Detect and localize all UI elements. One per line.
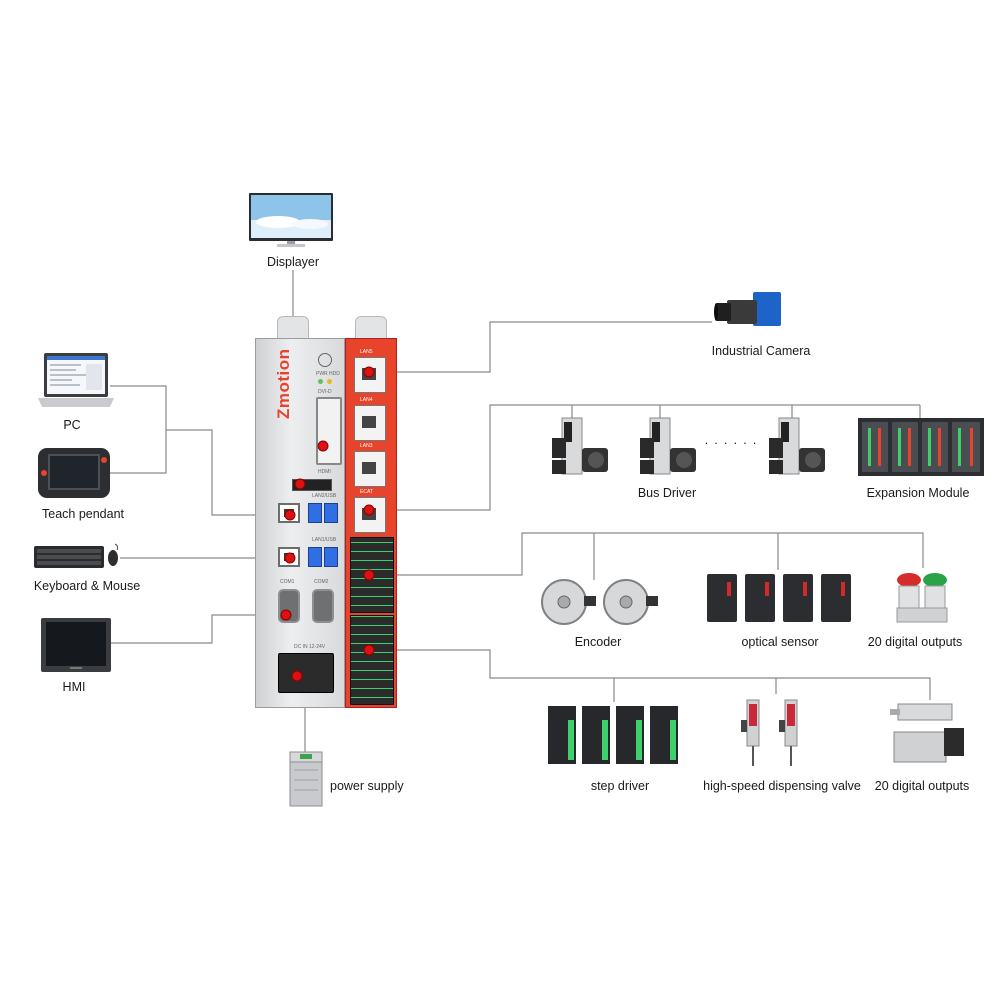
servo-driver-icon — [769, 417, 825, 475]
servo-driver-icon — [552, 417, 608, 475]
connection-marker — [317, 440, 329, 452]
digital-outputs-1-label: 20 digital outputs — [867, 635, 963, 649]
usb-port[interactable] — [324, 503, 338, 523]
laptop-icon — [38, 353, 114, 407]
hdmi-label: HDMI — [318, 469, 331, 475]
bus-driver-label: Bus Driver — [637, 486, 697, 500]
industrial-camera-label: Industrial Camera — [711, 344, 811, 358]
dvi-label: DVI-D — [318, 389, 332, 395]
keyboard-mouse-label: Keyboard & Mouse — [33, 579, 141, 593]
com2-port[interactable] — [312, 589, 334, 623]
power-supply-device — [286, 750, 326, 808]
motion-controller: Zmotion PWR HDD DVI-D HDMI LAN2/USB LAN1… — [255, 316, 397, 708]
lan2-usb-label: LAN2/USB — [312, 493, 337, 499]
connection-marker — [363, 504, 375, 516]
expansion-module-device — [858, 418, 984, 476]
connection-marker — [291, 670, 303, 682]
step-driver-label: step driver — [590, 779, 650, 793]
encoder-icon — [541, 579, 658, 625]
expansion-module-label: Expansion Module — [866, 486, 970, 500]
encoder-device — [540, 578, 664, 626]
power-supply-label: power supply — [330, 779, 404, 793]
lan3-label: LAN3 — [360, 443, 373, 449]
controller-body: Zmotion PWR HDD DVI-D HDMI LAN2/USB LAN1… — [255, 338, 345, 708]
bus-driver-device — [765, 416, 829, 478]
lan4-port[interactable] — [354, 405, 386, 441]
industrial-camera-device — [713, 290, 783, 336]
ecat-label: ECAT — [360, 489, 373, 495]
wire-pc — [110, 385, 167, 474]
pneumatic-device — [888, 700, 968, 768]
status-led-pwr — [318, 379, 323, 384]
displayer-label: Displayer — [266, 255, 320, 269]
lan1-usb-label: LAN1/USB — [312, 537, 337, 543]
dvi-port[interactable] — [316, 397, 342, 465]
power-supply-icon — [289, 751, 323, 807]
camera-icon — [714, 292, 781, 326]
teach-pendant-label: Teach pendant — [41, 507, 125, 521]
optical-sensor-device — [705, 570, 855, 626]
dispensing-valve-icon — [741, 699, 798, 766]
connection-marker — [294, 478, 306, 490]
keyboard-mouse-device — [33, 540, 123, 572]
wire-io-lower — [370, 649, 931, 700]
hmi-label: HMI — [62, 680, 86, 694]
connection-marker — [363, 366, 375, 378]
push-button-device — [893, 568, 951, 626]
teach-pendant-device — [36, 446, 112, 500]
step-driver-device — [546, 702, 680, 768]
pneumatic-cylinder-icon — [890, 703, 964, 763]
usb-port[interactable] — [324, 547, 338, 567]
hmi-screen-icon — [41, 618, 111, 672]
dispensing-valve-label: high-speed dispensing valve — [703, 779, 861, 793]
power-terminal[interactable] — [278, 653, 334, 693]
optical-sensor-icon — [707, 574, 851, 622]
push-button-icon — [896, 573, 948, 623]
lan3-port[interactable] — [354, 451, 386, 487]
bus-driver-device — [636, 416, 700, 478]
bus-driver-device — [548, 416, 612, 478]
pc-laptop — [36, 352, 116, 410]
connection-marker — [284, 552, 296, 564]
dc-in-label: DC IN 12-24V — [294, 644, 326, 650]
mount-tab — [355, 316, 387, 341]
servo-driver-icon — [640, 417, 696, 475]
digital-outputs-2-label: 20 digital outputs — [874, 779, 970, 793]
connection-marker — [284, 509, 296, 521]
pc-label: PC — [63, 418, 81, 432]
wire-ecat — [370, 404, 920, 511]
displayer-monitor — [248, 192, 334, 248]
wire-pc-lan2 — [166, 429, 290, 516]
power-button[interactable] — [318, 353, 332, 367]
usb-port[interactable] — [308, 503, 322, 523]
wire-io-upper — [370, 532, 924, 576]
com2-label: COM2 — [314, 579, 329, 585]
teach-pendant-icon — [38, 448, 110, 498]
lan4-label: LAN4 — [360, 397, 373, 403]
connection-marker — [363, 644, 375, 656]
monitor-icon — [249, 193, 333, 247]
usb-port[interactable] — [308, 547, 322, 567]
ellipsis-label: · · · · · · — [704, 436, 758, 450]
connection-marker — [280, 609, 292, 621]
pwr-hdd-label: PWR HDD — [316, 371, 340, 377]
wire-camera — [370, 321, 712, 373]
io-terminal-lower[interactable] — [350, 615, 394, 705]
com1-label: COM1 — [280, 579, 295, 585]
wire-hmi — [110, 614, 285, 644]
dispensing-valve-device — [733, 690, 813, 770]
connection-marker — [363, 569, 375, 581]
lan5-label: LAN5 — [360, 349, 373, 355]
hmi-device — [40, 617, 112, 673]
keyboard-mouse-icon — [34, 543, 119, 568]
encoder-label: Encoder — [574, 635, 622, 649]
step-driver-icon — [548, 706, 678, 764]
status-led-hdd — [327, 379, 332, 384]
optical-sensor-label: optical sensor — [741, 635, 819, 649]
expansion-module-icon — [858, 418, 984, 476]
mount-tab — [277, 316, 309, 341]
brand-logo: Zmotion — [274, 348, 293, 419]
